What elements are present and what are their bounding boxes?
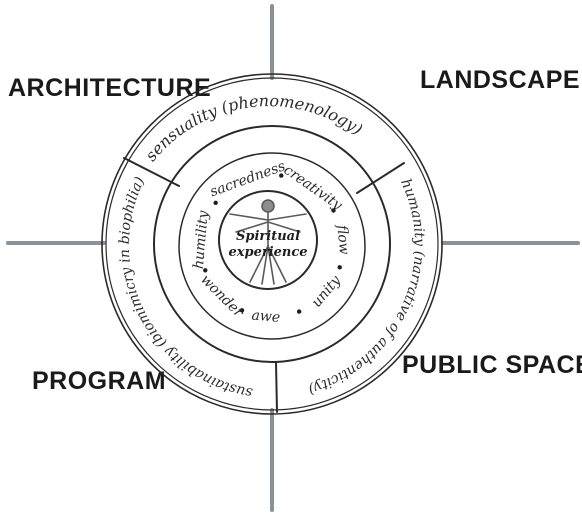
outer-text-left: sustainability (biomimicry in biophilia): [117, 174, 254, 400]
inner-word-sacredness: sacredness: [208, 158, 288, 200]
inner-separator-dot: [331, 208, 336, 213]
inner-word-awe: awe: [251, 308, 281, 326]
inner-word-flow: flow: [333, 223, 352, 255]
inner-word-unity: unity: [309, 272, 345, 311]
ring-dividers: [123, 157, 405, 413]
inner-separator-dot: [296, 309, 302, 314]
label-landscape: LANDSCAPE: [420, 66, 581, 94]
label-public-space: PUBLIC SPACE: [402, 351, 582, 379]
inner-separator-dot: [203, 268, 208, 273]
divider-top-right: [356, 162, 405, 194]
inner-separator-dot: [279, 173, 284, 178]
center-circle: [218, 190, 318, 290]
center-title-line2: experience: [228, 245, 307, 260]
inner-ring-outer: [178, 152, 366, 340]
label-program: PROGRAM: [32, 367, 167, 395]
inner-separator-dot: [239, 308, 245, 313]
divider-top-left: [123, 157, 180, 187]
axis-lines: [6, 4, 580, 512]
inner-separator-dot: [337, 265, 342, 270]
label-architecture: ARCHITECTURE: [8, 74, 212, 102]
center-title-line1: Spiritual: [236, 229, 300, 244]
inner-word-humility: humility: [191, 209, 212, 270]
divider-bottom: [275, 361, 278, 413]
outer-ring: [101, 73, 443, 415]
vitruvian-man-icon: [229, 199, 307, 285]
middle-ring: [153, 125, 391, 363]
inner-word-creativity: creativity: [281, 162, 346, 214]
inner-separator-dot: [213, 200, 218, 205]
